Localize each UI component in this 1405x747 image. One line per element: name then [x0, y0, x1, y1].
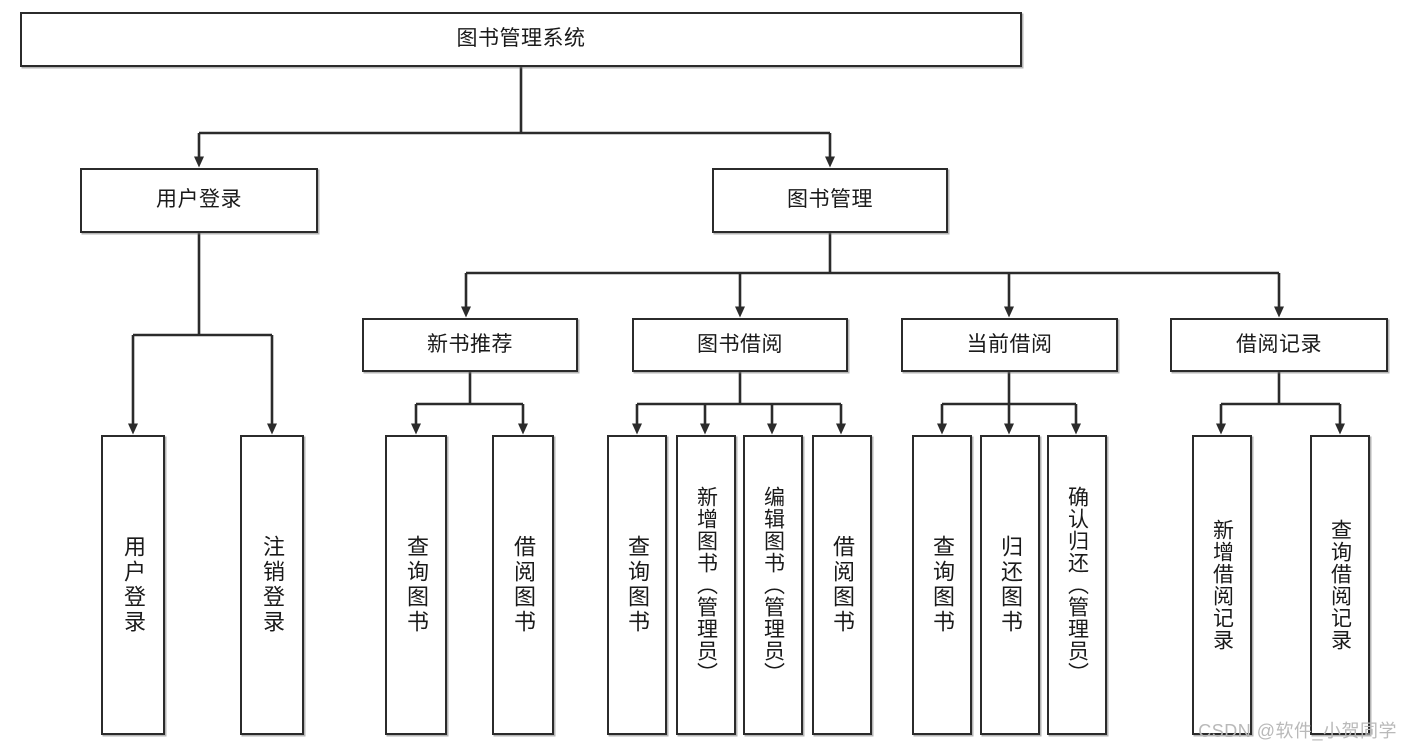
leaf-return-book[interactable]: 归还图书 [980, 435, 1040, 735]
node-label: 借阅图书 [511, 535, 536, 635]
leaf-confirm-return-admin[interactable]: 确认归还（管理员） [1047, 435, 1107, 735]
node-book-borrow[interactable]: 图书借阅 [632, 318, 848, 372]
node-label: 借阅图书 [830, 535, 855, 635]
node-label: 新增借阅记录 [1210, 519, 1234, 651]
node-label: 归还图书 [998, 535, 1023, 635]
leaf-borrow-book[interactable]: 借阅图书 [812, 435, 872, 735]
node-label: 用户登录 [121, 535, 146, 635]
node-label: 查询图书 [404, 535, 429, 635]
leaf-logout[interactable]: 注销登录 [240, 435, 304, 735]
leaf-query-book-borrow[interactable]: 查询图书 [607, 435, 667, 735]
leaf-borrow-book-new[interactable]: 借阅图书 [492, 435, 554, 735]
leaf-query-borrow-record[interactable]: 查询借阅记录 [1310, 435, 1370, 735]
node-label: 新增图书（管理员） [694, 486, 718, 684]
node-label: 图书管理系统 [456, 27, 586, 51]
node-label: 用户登录 [156, 188, 242, 212]
node-root-system[interactable]: 图书管理系统 [20, 12, 1022, 67]
node-new-book-recommendation[interactable]: 新书推荐 [362, 318, 578, 372]
node-label: 图书管理 [787, 188, 873, 212]
watermark-text: CSDN @软件_小贺同学 [1198, 721, 1397, 741]
node-label: 借阅记录 [1236, 332, 1322, 356]
leaf-user-login[interactable]: 用户登录 [101, 435, 165, 735]
node-label: 编辑图书（管理员） [761, 486, 785, 684]
node-label: 查询借阅记录 [1328, 519, 1352, 651]
node-label: 注销登录 [260, 535, 285, 635]
node-label: 新书推荐 [427, 332, 513, 356]
leaf-edit-book-admin[interactable]: 编辑图书（管理员） [743, 435, 803, 735]
node-book-management[interactable]: 图书管理 [712, 168, 948, 233]
node-borrow-record[interactable]: 借阅记录 [1170, 318, 1388, 372]
node-label: 查询图书 [625, 535, 650, 635]
leaf-query-book-current[interactable]: 查询图书 [912, 435, 972, 735]
leaf-add-borrow-record[interactable]: 新增借阅记录 [1192, 435, 1252, 735]
node-label: 查询图书 [930, 535, 955, 635]
leaf-add-book-admin[interactable]: 新增图书（管理员） [676, 435, 736, 735]
node-label: 图书借阅 [697, 332, 783, 356]
node-user-login[interactable]: 用户登录 [80, 168, 318, 233]
leaf-query-book-new[interactable]: 查询图书 [385, 435, 447, 735]
node-label: 确认归还（管理员） [1065, 486, 1089, 684]
node-current-borrow[interactable]: 当前借阅 [901, 318, 1118, 372]
node-label: 当前借阅 [966, 332, 1053, 356]
